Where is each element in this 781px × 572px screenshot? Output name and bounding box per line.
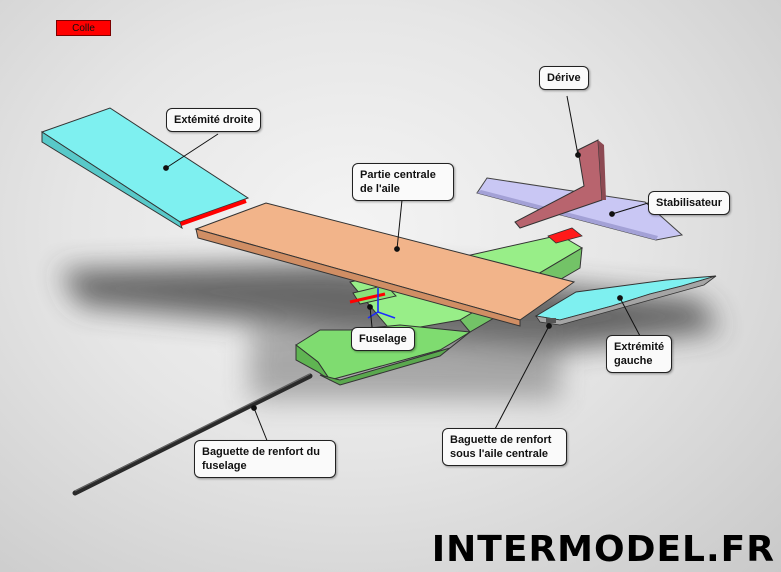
- callout-fuselage: Fuselage: [351, 327, 415, 351]
- center-wing-part: [194, 202, 576, 327]
- callout-extremite-droite: Extémité droite: [166, 108, 262, 132]
- left-wingtip-part: [534, 275, 717, 326]
- callout-baguette-aile: Baguette de renfort sous l'aile centrale: [442, 428, 567, 466]
- fin-part: [514, 139, 606, 229]
- callout-partie-centrale: Partie centrale de l'aile: [352, 163, 454, 201]
- glue-legend: Colle: [56, 20, 111, 36]
- leader-lines: [163, 95, 649, 444]
- stabilizer-part: [476, 177, 684, 241]
- callout-extremite-gauche: Extrémité gauche: [606, 335, 672, 373]
- right-wingtip-part: [40, 107, 250, 230]
- callout-baguette-fuselage: Baguette de renfort du fuselage: [194, 440, 336, 478]
- callout-derive: Dérive: [539, 66, 589, 90]
- callout-stabilisateur: Stabilisateur: [648, 191, 731, 215]
- fuselage-rod: [72, 373, 313, 496]
- intermodel-watermark: INTERMODEL.FR: [431, 529, 775, 570]
